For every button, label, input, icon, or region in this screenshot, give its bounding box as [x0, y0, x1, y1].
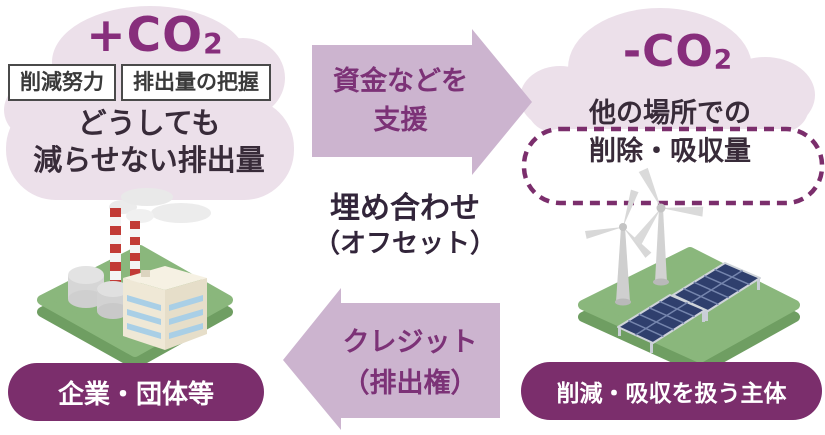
solar-panel-icon — [617, 294, 706, 353]
support-arrow-right — [312, 29, 532, 175]
tag-emission-tracking: 排出量の把握 — [121, 64, 271, 101]
credit-arrow-left — [283, 288, 500, 430]
storage-tank-icon — [68, 266, 129, 319]
dashed-offset-boundary — [521, 126, 825, 206]
companies-pill: 企業・団体等 — [8, 363, 264, 421]
offsite-removal-caption: 他の場所での 削除・吸収量 — [589, 98, 751, 167]
unavoidable-emissions-caption: どうしても 減らせない排出量 — [33, 106, 265, 177]
support-arrow-label: 資金などを 支援 — [333, 66, 468, 136]
factory-illustration — [37, 188, 233, 369]
reduction-entities-pill: 削減・吸収を扱う主体 — [521, 362, 822, 420]
effort-tags: 削減努力 排出量の把握 — [8, 64, 271, 101]
plus-co2-label: +CO2 — [86, 8, 224, 63]
credit-arrow-label: クレジット （排出権） — [342, 327, 478, 399]
renewables-illustration — [578, 167, 800, 375]
smoke-icon — [109, 188, 211, 223]
office-building-icon — [123, 266, 207, 350]
tag-reduction-effort: 削減努力 — [8, 64, 116, 101]
right-cloud-shape — [520, 8, 825, 206]
wind-turbine-icon — [632, 167, 704, 286]
minus-co2-label: -CO2 — [622, 26, 734, 77]
offset-label: 埋め合わせ （オフセット） — [313, 191, 496, 259]
